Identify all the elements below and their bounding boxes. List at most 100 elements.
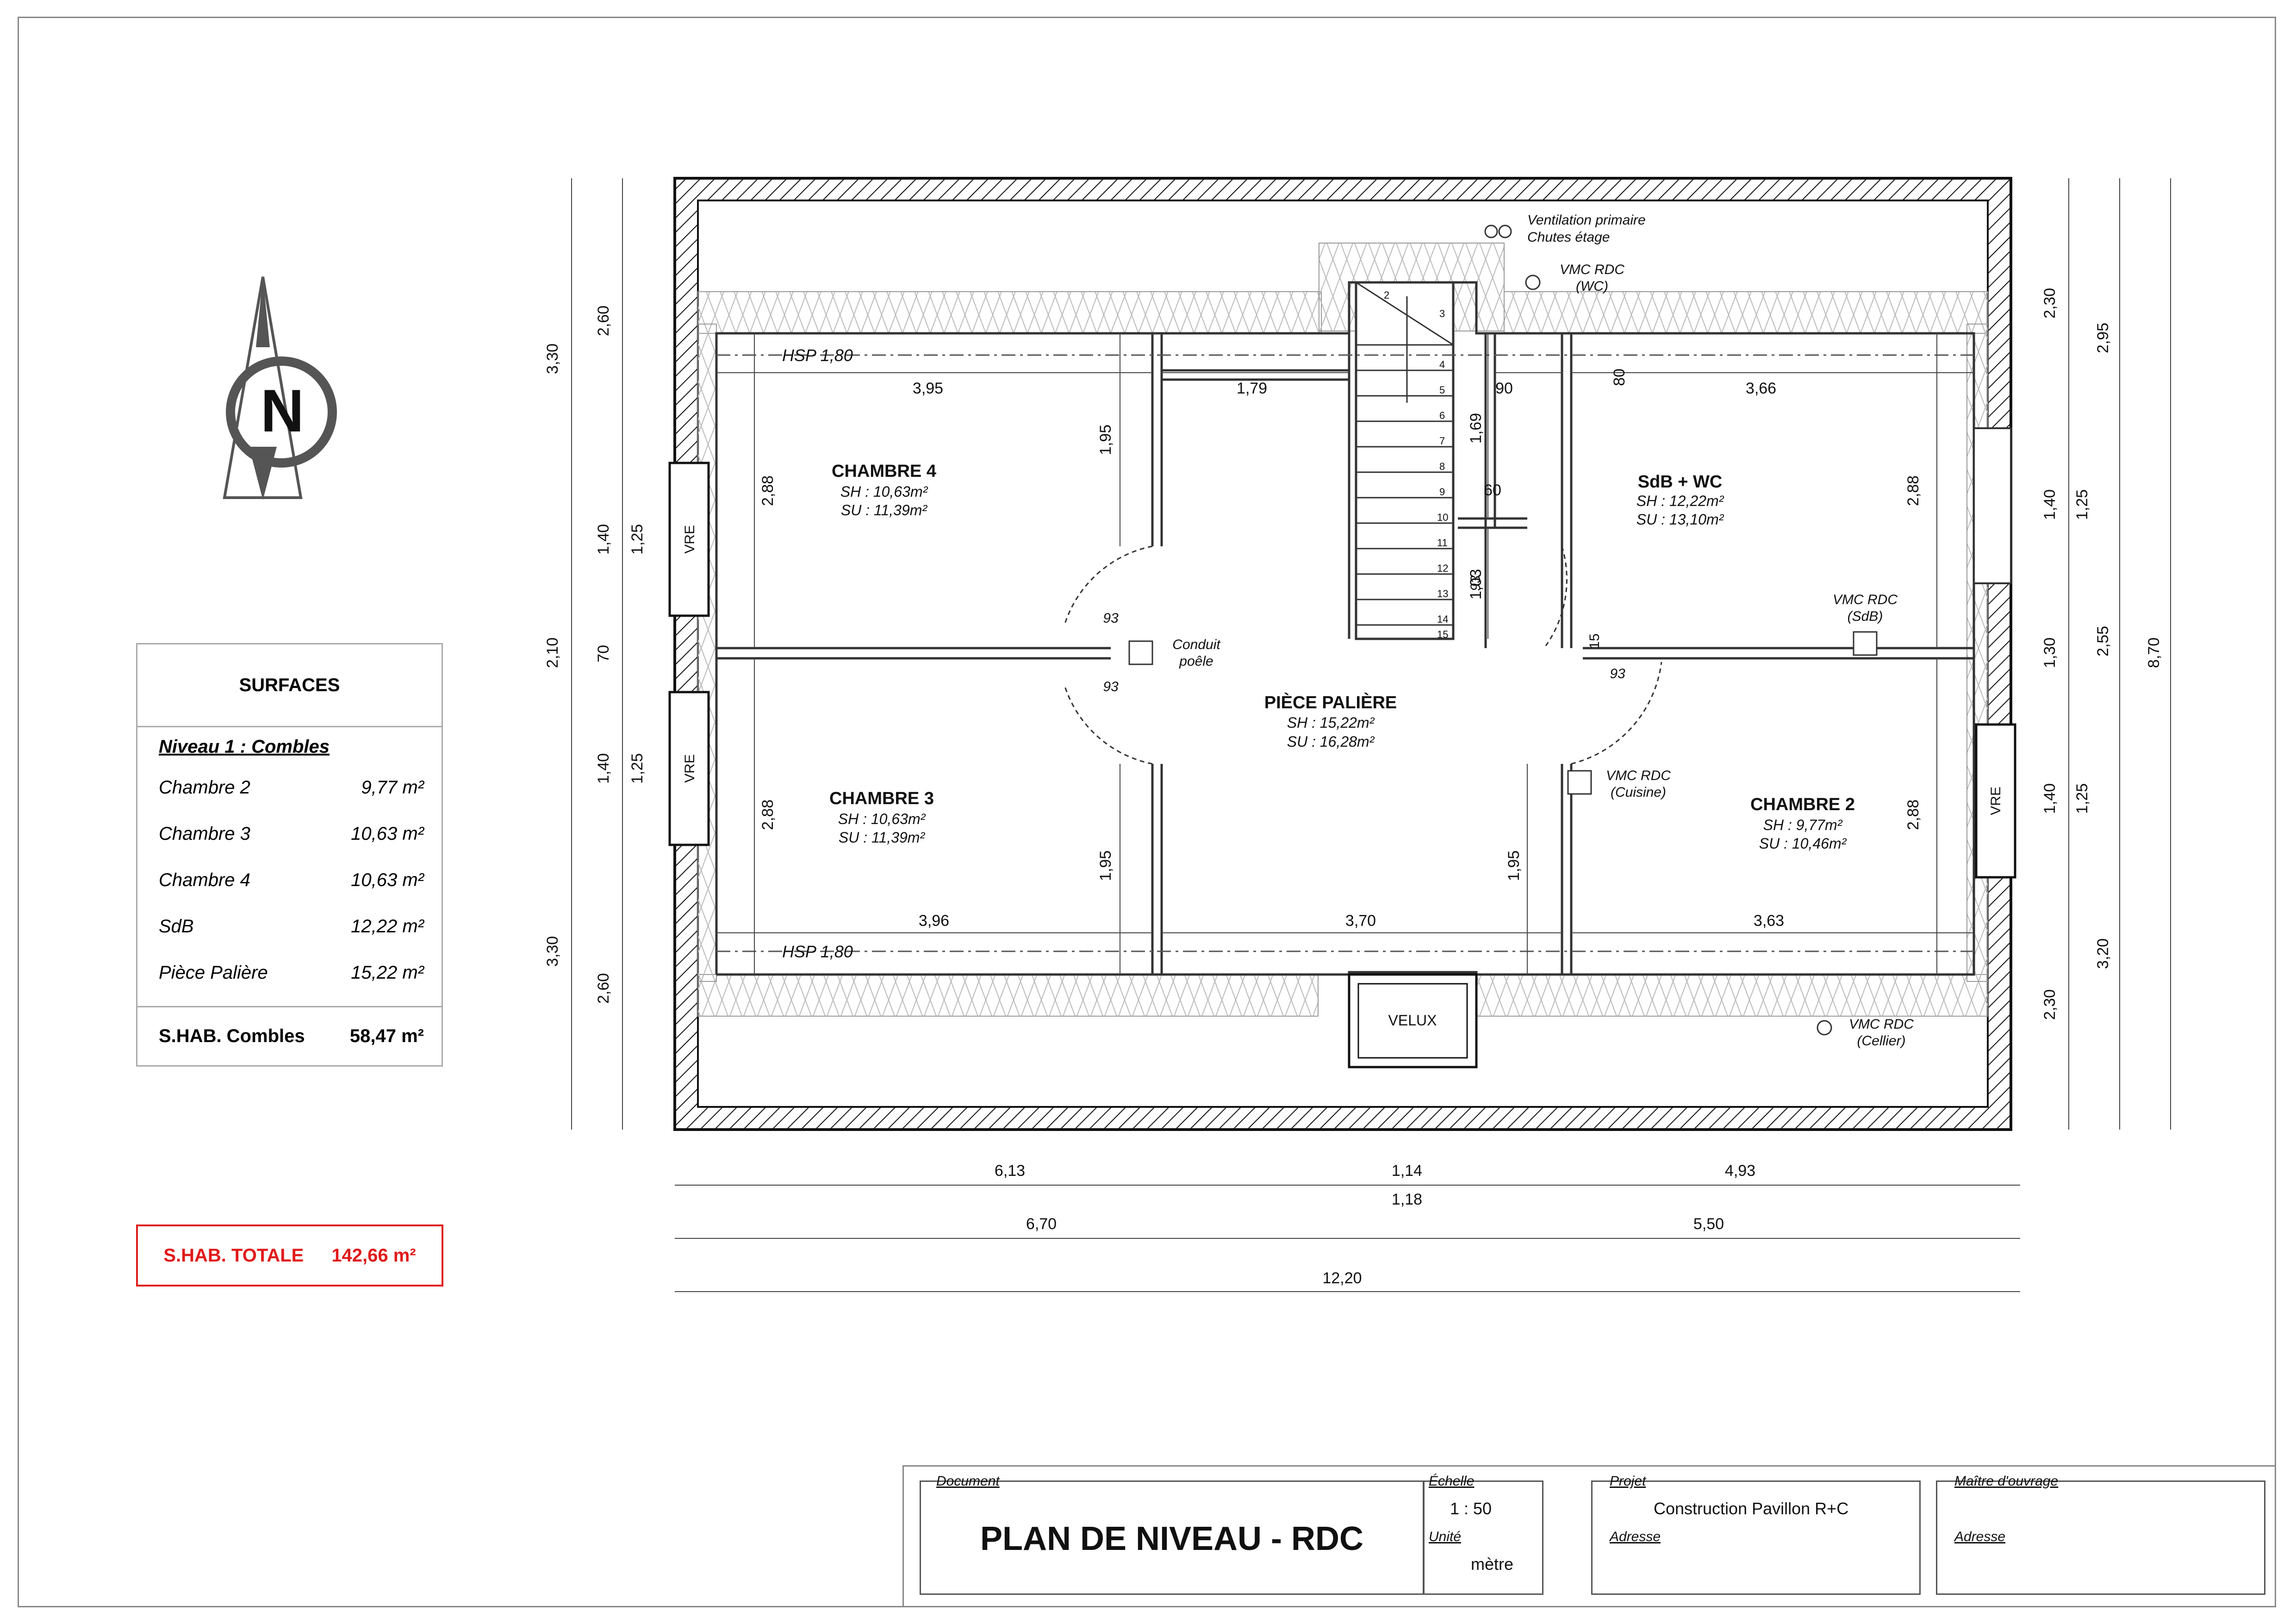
dim-text: 1,79 [1237, 380, 1267, 397]
room-name: SdB + WC [1638, 472, 1723, 492]
dim-text: 1,95 [1505, 850, 1523, 881]
room-sh: SH : 9,77m² [1763, 817, 1843, 833]
dim-text: 2,30 [2041, 989, 2059, 1020]
dim-text: 3,70 [1345, 912, 1376, 930]
room-name: PIÈCE PALIÈRE [1264, 692, 1397, 712]
vre-label: VRE [682, 525, 697, 554]
room-su: SU : 13,10m² [1636, 511, 1724, 528]
door-width: 93 [1468, 575, 1483, 591]
dim-text: 3,95 [913, 380, 943, 397]
surfaces-title: SURFACES [137, 644, 442, 727]
conduit-poele: Conduit poêle [1128, 637, 1221, 669]
staircase: 2 3 4 5 6 7 8 9 10 11 12 13 14 15 [1355, 281, 1455, 640]
dim-text: 2,30 [2041, 288, 2059, 319]
stair-step: 5 [1439, 384, 1445, 396]
dim-text: 1,25 [628, 753, 646, 784]
vmc-sub-label: (WC) [1576, 279, 1608, 294]
dim-text: 1,18 [1392, 1191, 1422, 1208]
dim-text: 3,30 [544, 936, 561, 967]
dim-text: 2,88 [759, 475, 777, 506]
room-chambre-2: CHAMBRE 2 SH : 9,77m² SU : 10,46m² [1750, 795, 1855, 852]
grand-total-value: 142,66 m² [331, 1245, 416, 1266]
surface-area: 10,63 m² [351, 869, 424, 890]
door-width: 93 [1103, 679, 1119, 694]
vmc-label: VMC RDC [1849, 1017, 1914, 1032]
vre-window-left-bottom: VRE [668, 691, 710, 846]
vre-window-left-top: VRE [668, 462, 710, 617]
dim-text: 2,88 [1904, 800, 1922, 830]
hsp-lines [716, 354, 1974, 952]
scale-label: Échelle [1429, 1474, 1475, 1489]
dim-text: 6,70 [1026, 1215, 1057, 1233]
dim-text: 2,95 [2094, 323, 2112, 353]
interior-walls [715, 281, 1975, 976]
room-piece-paliere: PIÈCE PALIÈRE SH : 15,22m² SU : 16,28m² [1264, 692, 1397, 750]
stair-step: 6 [1439, 410, 1445, 421]
stair-step: 9 [1439, 486, 1445, 498]
stair-step: 10 [1437, 512, 1448, 523]
stair-step: 2 [1384, 289, 1389, 301]
dim-text: 90 [1495, 380, 1513, 397]
surface-name: Chambre 2 [159, 777, 250, 798]
grand-total-label: S.HAB. TOTALE [163, 1245, 304, 1266]
door-width: 93 [1610, 666, 1625, 681]
project-label: Projet [1610, 1474, 1646, 1489]
dim-text: 80 [1611, 369, 1628, 386]
dim-text: 5,50 [1693, 1215, 1724, 1233]
dim-text: 3,96 [919, 912, 949, 930]
dim-text: 1,69 [1467, 413, 1485, 443]
stair-step: 3 [1439, 308, 1445, 319]
vmc-sub-label: (SdB) [1848, 609, 1883, 624]
window-sdb [1973, 427, 2012, 584]
stair-step: 7 [1439, 435, 1445, 447]
dim-text: 1,40 [2041, 489, 2059, 520]
dim-text: 6,13 [995, 1162, 1025, 1180]
vmc-sdb: VMC RDC (SdB) [1833, 592, 1898, 656]
stair-step: 8 [1439, 461, 1445, 472]
owner-address-label: Adresse [1954, 1529, 2006, 1544]
surface-name: Chambre 3 [159, 823, 250, 844]
room-name: CHAMBRE 3 [829, 789, 934, 808]
room-sdb-wc: SdB + WC SH : 12,22m² SU : 13,10m² [1636, 472, 1724, 528]
dim-text: 1,14 [1392, 1162, 1422, 1180]
room-su: SU : 10,46m² [1759, 835, 1847, 852]
surface-name: Chambre 4 [159, 869, 250, 890]
dim-text: 4,93 [1725, 1162, 1755, 1180]
dim-text: 2,60 [595, 973, 612, 1004]
room-sh: SH : 10,63m² [838, 811, 926, 827]
stair-step: 13 [1437, 588, 1448, 600]
velux-window: VELUX [1348, 973, 1478, 1068]
title-block: Document PLAN DE NIVEAU - RDC Échelle 1 … [902, 1465, 2276, 1607]
conduit-sub-label: poêle [1179, 654, 1213, 669]
surfaces-row: Chambre 4 10,63 m² [137, 857, 442, 903]
dimension-lines [571, 178, 2171, 1292]
stair-step: 11 [1437, 537, 1448, 549]
room-chambre-3: CHAMBRE 3 SH : 10,63m² SU : 11,39m² [829, 789, 934, 846]
dim-text: 1,30 [2041, 637, 2059, 668]
dim-text: 1,95 [1097, 425, 1114, 455]
dim-text: 2,60 [595, 306, 612, 336]
dim-text: 3,63 [1754, 912, 1784, 930]
document-title: PLAN DE NIVEAU - RDC [980, 1520, 1364, 1557]
dim-text: 8,70 [2145, 637, 2163, 668]
dim-text: 1,03 [1467, 569, 1485, 600]
dim-text: 70 [595, 645, 612, 662]
dim-text: 1,25 [2073, 489, 2091, 520]
dim-text: 15 [1587, 633, 1602, 649]
dim-text: 2,88 [1904, 475, 1922, 506]
chutes-label: Chutes étage [1527, 230, 1610, 245]
vmc-sub-label: (Cellier) [1857, 1033, 1906, 1049]
vmc-label: VMC RDC [1560, 262, 1624, 277]
dim-text: 1,25 [2073, 783, 2091, 814]
door-swings [1064, 545, 1662, 765]
ventilation-primaire: Ventilation primaire Chutes étage [1484, 212, 1646, 245]
room-su: SU : 11,39m² [839, 829, 925, 846]
vre-label: VRE [1988, 787, 2004, 815]
surfaces-level: Niveau 1 : Combles [159, 737, 330, 757]
